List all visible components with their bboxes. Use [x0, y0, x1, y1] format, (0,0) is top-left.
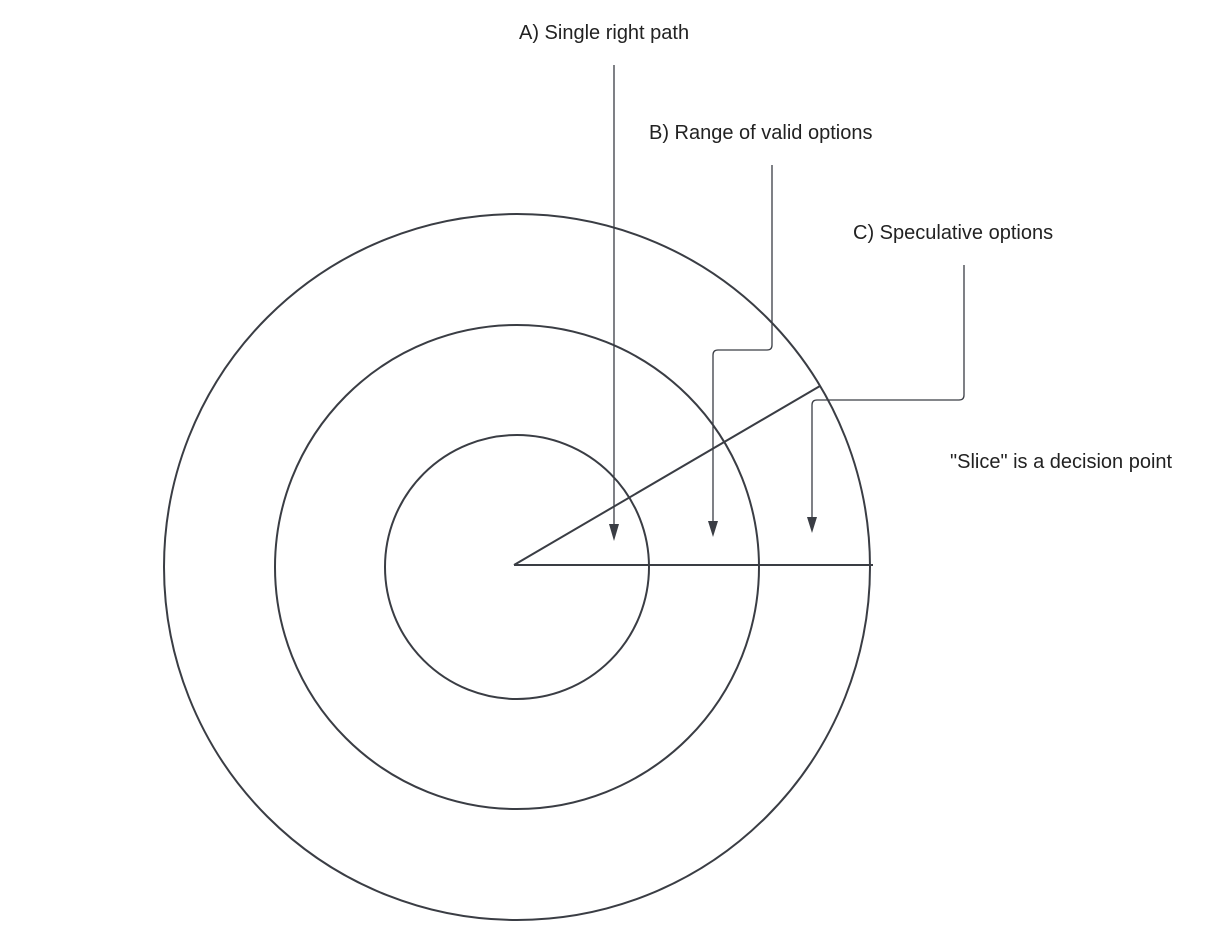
slice-upper-edge — [513, 385, 821, 566]
connector-b — [712, 165, 773, 521]
arrowhead-a — [609, 524, 619, 541]
label-b: B) Range of valid options — [649, 122, 872, 144]
connector-c — [811, 265, 965, 517]
label-c: C) Speculative options — [853, 222, 1053, 244]
outer-ring — [163, 213, 871, 921]
inner-ring — [384, 434, 650, 700]
label-slice-note: "Slice" is a decision point — [950, 451, 1173, 473]
arrowhead-b — [708, 521, 718, 537]
middle-ring — [274, 324, 760, 810]
arrowhead-c — [807, 517, 817, 533]
label-a: A) Single right path — [519, 22, 689, 44]
